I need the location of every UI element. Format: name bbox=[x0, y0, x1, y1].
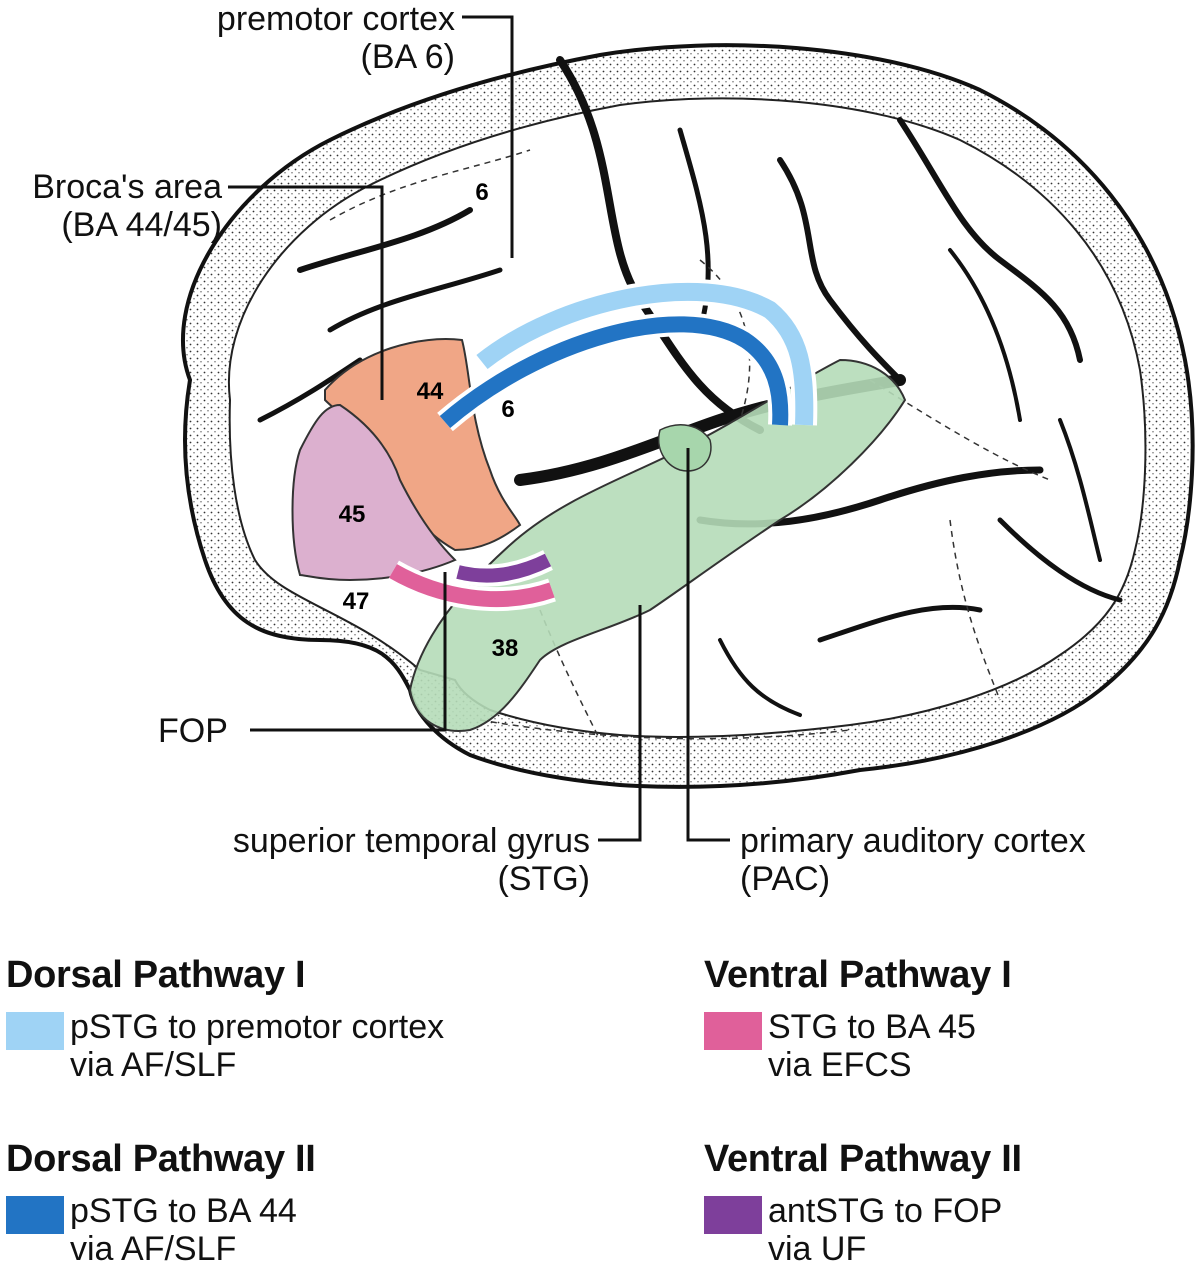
legend-dorsal-pathway-1: Dorsal Pathway I pSTG to premotor cortex… bbox=[6, 954, 444, 1088]
swatch-ventral-2 bbox=[704, 1196, 762, 1234]
area-pac bbox=[658, 424, 712, 472]
label-superior-temporal-gyrus: superior temporal gyrus (STG) bbox=[150, 822, 590, 898]
label-broca-line1: Broca's area bbox=[32, 168, 222, 206]
legend-ventral-1-line1: STG to BA 45 bbox=[768, 1008, 976, 1046]
swatch-ventral-1 bbox=[704, 1012, 762, 1050]
legend-ventral-2-line1: antSTG to FOP bbox=[768, 1192, 1003, 1230]
legend-title-ventral-2: Ventral Pathway II bbox=[704, 1138, 1022, 1180]
legend-text-dorsal-1: pSTG to premotor cortex via AF/SLF bbox=[70, 1008, 444, 1084]
leader-fop bbox=[250, 572, 447, 732]
brain-diagram: 6 6 44 45 47 38 bbox=[180, 15, 1195, 842]
label-premotor-line2: (BA 6) bbox=[360, 38, 455, 76]
label-primary-auditory-cortex: primary auditory cortex (PAC) bbox=[740, 822, 1086, 898]
tract-dorsal-pathway-2-color bbox=[439, 316, 789, 429]
leader-stg bbox=[598, 605, 642, 842]
leader-pac bbox=[686, 448, 730, 842]
area-number-6-mid: 6 bbox=[501, 396, 514, 423]
tract-ventral-pathway-1-color bbox=[389, 564, 555, 608]
leader-lines bbox=[228, 15, 730, 842]
label-fop: FOP bbox=[158, 712, 228, 750]
legend-text-dorsal-2: pSTG to BA 44 via AF/SLF bbox=[70, 1192, 297, 1268]
area-ba45 bbox=[291, 403, 457, 582]
label-pac-line2: (PAC) bbox=[740, 860, 831, 898]
legend-title-ventral-1: Ventral Pathway I bbox=[704, 954, 1012, 996]
swatch-dorsal-2 bbox=[6, 1196, 64, 1234]
legend-dorsal-2-line1: pSTG to BA 44 bbox=[70, 1192, 297, 1230]
label-stg-line2: (STG) bbox=[497, 860, 590, 898]
legend-text-ventral-2: antSTG to FOP via UF bbox=[768, 1192, 1002, 1268]
legend-ventral-pathway-1: Ventral Pathway I STG to BA 45 via EFCS bbox=[704, 954, 1012, 1088]
legend-ventral-1-line2: via EFCS bbox=[768, 1046, 912, 1084]
label-premotor-line1: premotor cortex bbox=[216, 0, 455, 38]
area-stg bbox=[408, 358, 907, 732]
label-broca-line2: (BA 44/45) bbox=[61, 206, 222, 244]
legend-title-dorsal-1: Dorsal Pathway I bbox=[6, 954, 306, 996]
legend-text-ventral-1: STG to BA 45 via EFCS bbox=[768, 1008, 976, 1084]
tract-dorsal-pathway-1-color bbox=[476, 282, 814, 426]
legend-dorsal-1-line2: via AF/SLF bbox=[70, 1046, 237, 1084]
area-number-47: 47 bbox=[343, 588, 370, 615]
legend-ventral-pathway-2: Ventral Pathway II antSTG to FOP via UF bbox=[704, 1138, 1022, 1272]
label-premotor-cortex: premotor cortex (BA 6) bbox=[130, 0, 455, 76]
legend-dorsal-1-line1: pSTG to premotor cortex bbox=[70, 1008, 445, 1046]
leader-premotor bbox=[462, 15, 514, 258]
area-number-45: 45 bbox=[339, 501, 366, 528]
leader-broca bbox=[228, 185, 384, 400]
label-stg-line1: superior temporal gyrus bbox=[232, 822, 590, 860]
area-number-38: 38 bbox=[492, 635, 519, 662]
swatch-dorsal-1 bbox=[6, 1012, 64, 1050]
label-pac-line1: primary auditory cortex bbox=[740, 822, 1086, 860]
tract-ventral-pathway-2-color bbox=[456, 553, 552, 583]
dashed-boundaries bbox=[329, 149, 1051, 741]
area-number-44: 44 bbox=[417, 378, 444, 405]
legend-dorsal-2-line2: via AF/SLF bbox=[70, 1230, 237, 1268]
label-brocas-area: Broca's area (BA 44/45) bbox=[0, 168, 222, 244]
legend-ventral-2-line2: via UF bbox=[768, 1230, 867, 1268]
legend-title-dorsal-2: Dorsal Pathway II bbox=[6, 1138, 316, 1180]
area-number-6-top: 6 bbox=[475, 179, 488, 206]
legend-dorsal-pathway-2: Dorsal Pathway II pSTG to BA 44 via AF/S… bbox=[6, 1138, 316, 1272]
